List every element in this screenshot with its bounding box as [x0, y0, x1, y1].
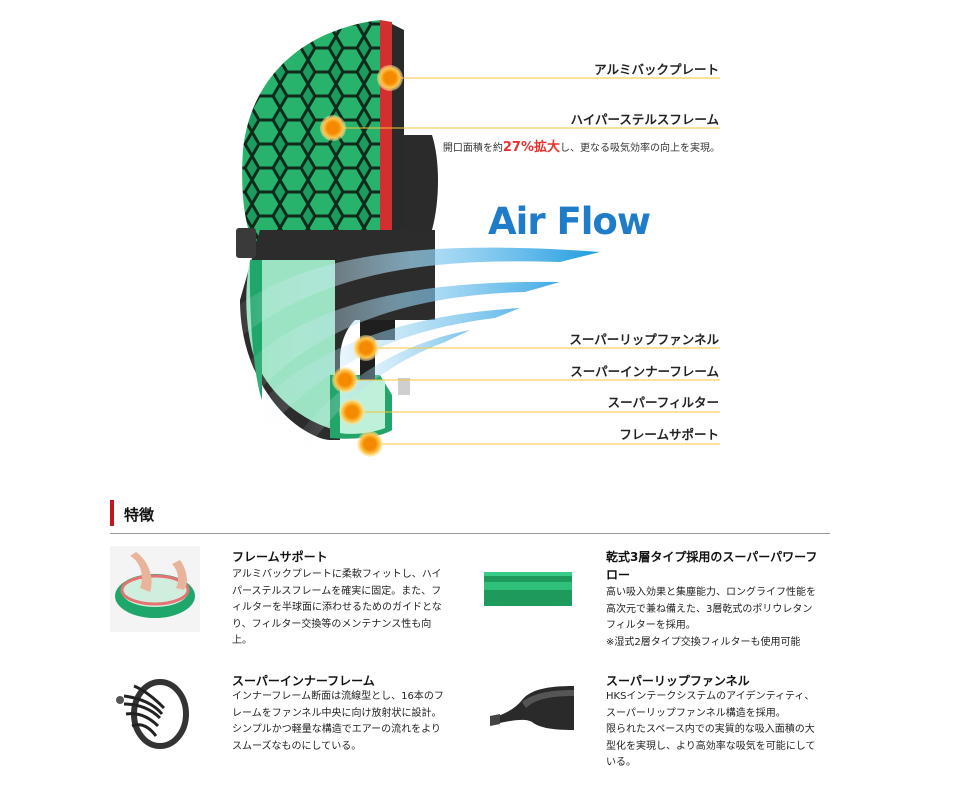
feature-body-line: り、フィルター交換等のメンテナンス性も向: [232, 618, 432, 630]
feature-body-line: アルミバックプレートに柔軟フィットし、ハイ: [232, 569, 442, 580]
callout-dot-1: [377, 65, 403, 91]
filter-media-thumbnail: [484, 572, 572, 606]
feature-body-line: 上。: [232, 635, 252, 646]
product-diagram: アルミバックプレート ハイパーステルスフレーム 開口面積を約27%拡大し、更なる…: [220, 20, 720, 457]
feature-body-line: 高次元で兼ね備えた、3層乾式のポリウレタン: [606, 603, 813, 615]
feature-body-line: シンプルかつ軽量な構造でエアーの流れをより: [232, 724, 441, 735]
callout-dot-2: [320, 115, 346, 141]
feature-body-line: ※湿式2層タイプ交換フィルターも使用可能: [606, 636, 801, 648]
feature-body-line: パーステルスフレームを確実に固定。また、フ: [232, 585, 442, 597]
feature-super-inner-frame: スーパーインナーフレーム インナーフレーム断面は流線型とし、16本のフ レームを…: [110, 670, 470, 770]
callout-desc-hyper-stealth-frame: 開口面積を約27%拡大し、更なる吸気効率の向上を実現。: [443, 136, 720, 155]
feature-body-line: 型化を実現し、より高効率な吸気を可能にして: [606, 740, 816, 752]
callout-dot-3: [353, 335, 379, 361]
feature-body-line: 高い吸入効果と集塵能力、ロングライフ性能を: [606, 587, 816, 598]
feature-super-power-flow: 乾式3層タイプ採用のスーパーパワーフ ロー 高い吸入効果と集塵能力、ロングライフ…: [482, 546, 832, 656]
callout-desc-after: し、更なる吸気効率の向上を実現。: [560, 143, 720, 154]
feature-body: インナーフレーム断面は流線型とし、16本のフ レームをファンネル中央に向け放射状…: [232, 689, 470, 755]
callout-dot-6: [357, 431, 383, 457]
feature-body: 高い吸入効果と集塵能力、ロングライフ性能を 高次元で兼ね備えた、3層乾式のポリウ…: [606, 585, 832, 651]
feature-body-line: インナーフレーム断面は流線型とし、16本のフ: [232, 691, 444, 702]
feature-body-line: スムーズなものにしている。: [232, 740, 362, 752]
section-accent-bar: [110, 500, 114, 526]
feature-title: スーパーインナーフレーム: [232, 674, 375, 688]
callout-desc-highlight: 27%拡大: [502, 140, 560, 155]
features-section-header: 特徴: [110, 500, 830, 534]
feature-body-line: スーパーリップファンネル構造を採用。: [606, 707, 786, 719]
feature-body-line: ィルターを半球面に添わせるためのガイドとな: [232, 602, 442, 613]
callout-label-super-lip-funnel: スーパーリップファンネル: [569, 332, 719, 347]
inner-frame-thumbnail: [116, 679, 189, 749]
feature-body-line: 限られたスペース内での実質的な吸入面積の大: [606, 724, 815, 735]
section-title: 特徴: [124, 506, 155, 524]
feature-super-lip-funnel: スーパーリップファンネル HKSインテークシステムのアイデンティティ、 スーパー…: [482, 670, 832, 780]
feature-title: フレームサポート: [232, 550, 328, 564]
feature-title: 乾式3層タイプ採用のスーパーパワーフ ロー: [606, 548, 832, 584]
callout-dot-4: [332, 367, 358, 393]
feature-body-line: HKSインテークシステムのアイデンティティ、: [606, 691, 815, 702]
air-filter-illustration: [220, 20, 720, 457]
feature-title-line: ロー: [606, 568, 631, 582]
feature-body-line: レームをファンネル中央に向け放射状に設計。: [232, 707, 442, 719]
feature-body-line: フィルターを採用。: [606, 620, 696, 631]
feature-title-line: 乾式3層タイプ採用のスーパーパワーフ: [606, 550, 818, 564]
airflow-title: Air Flow: [488, 200, 651, 243]
feature-title: スーパーリップファンネル: [606, 674, 750, 688]
callout-label-super-filter: スーパーフィルター: [607, 395, 719, 410]
feature-body: アルミバックプレートに柔軟フィットし、ハイ パーステルスフレームを確実に固定。ま…: [232, 567, 470, 650]
callout-label-super-inner-frame: スーパーインナーフレーム: [570, 364, 719, 379]
callout-label-alumi-backplate: アルミバックプレート: [594, 62, 719, 77]
feature-frame-support: フレームサポート アルミバックプレートに柔軟フィットし、ハイ パーステルスフレー…: [110, 546, 470, 656]
frame-support-thumbnail: [110, 546, 200, 632]
feature-body: HKSインテークシステムのアイデンティティ、 スーパーリップファンネル構造を採用…: [606, 689, 832, 772]
callout-label-hyper-stealth-frame: ハイパーステルスフレーム: [570, 112, 719, 127]
callout-dot-5: [339, 399, 365, 425]
callout-desc-before: 開口面積を約: [442, 143, 503, 154]
callout-label-frame-support: フレームサポート: [619, 427, 719, 442]
lip-funnel-thumbnail: [490, 686, 574, 730]
feature-body-line: いる。: [606, 757, 636, 768]
